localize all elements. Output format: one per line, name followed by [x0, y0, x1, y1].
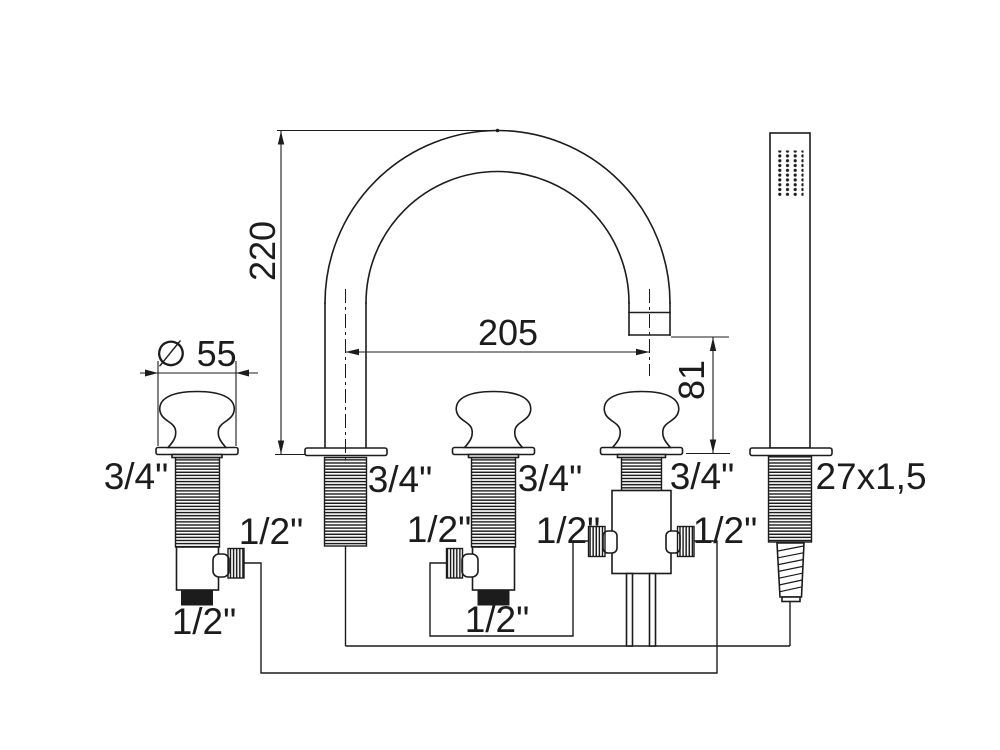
diverter-handle [603, 390, 680, 449]
label-dim-220: 220 [242, 221, 283, 281]
label-diverter-shank-thread: 3/4" [670, 456, 735, 497]
handshower-hose-thread-shank [767, 454, 813, 543]
dim-81-arrow-down [709, 439, 717, 453]
diverter-shank-thread [620, 456, 663, 492]
label-valve-left-shank-thread: 3/4" [104, 456, 169, 497]
handshower-hose-tip [781, 596, 801, 603]
valve-middle-shank-thread [470, 456, 517, 548]
label-valve-middle-shank-thread: 3/4" [518, 458, 583, 499]
valve-middle-handle [455, 390, 532, 449]
valve-left-side-port-neck [212, 553, 230, 578]
label-valve-middle-bottom-inlet: 1/2" [465, 599, 530, 640]
pipe-route-middle-valve-to-diverter [429, 540, 589, 637]
dim-220-arrow-down [277, 440, 285, 454]
labels: 220 205 81 ∅ 55 3/4" 3/4" 3/4" 3/4" 1/2"… [104, 221, 927, 642]
supply-piping [244, 540, 791, 674]
valve-left-flange-step [171, 453, 223, 459]
label-dim-diameter-55: ∅ 55 [155, 333, 236, 374]
label-diverter-left-port: 1/2" [536, 510, 601, 551]
label-dim-205: 205 [478, 312, 538, 353]
dim-220-apex-tick [495, 128, 500, 133]
valve-middle-deck-flange [451, 446, 536, 456]
pipe-route-left-valve-to-diverter [244, 540, 718, 674]
diverter-leg-handshower [648, 572, 657, 647]
diverter-left-port-thread [587, 525, 606, 558]
valve-middle-bottom-inlet [477, 590, 510, 606]
valve-middle-side-port-thread [445, 547, 464, 579]
valve-middle-flange-step [467, 453, 520, 459]
valve-middle-side-port-neck [461, 553, 479, 578]
dim-55-arrow-left [145, 369, 158, 377]
dim-205-arrow-left [345, 348, 359, 356]
handshower-deck-flange [749, 447, 833, 457]
spout-shank-thread [323, 456, 368, 547]
diverter-body [611, 489, 672, 575]
dim-55-arrow-right [236, 369, 249, 377]
dimension-annotations [140, 128, 730, 464]
dim-205-arrow-right [636, 348, 650, 356]
diverter-right-port-thread [676, 525, 695, 558]
dim-220-arrow-up [277, 131, 285, 145]
valve-left-handle [158, 390, 236, 449]
handshower-hose-coils [777, 545, 804, 593]
valve-left [155, 390, 245, 606]
diverter-deck-flange [599, 446, 684, 456]
label-dim-81: 81 [671, 360, 712, 400]
handshower [749, 132, 833, 603]
diverter-valve [587, 390, 695, 647]
diverter-flange-step [616, 453, 667, 459]
label-valve-middle-side-port: 1/2" [407, 509, 472, 550]
label-valve-left-side-port: 1/2" [239, 511, 304, 552]
label-valve-left-bottom-inlet: 1/2" [172, 601, 237, 642]
valve-left-deck-flange [155, 446, 239, 456]
valve-left-bottom-inlet [181, 590, 213, 606]
handshower-spray-face [777, 150, 804, 197]
valve-left-shank-thread [174, 456, 221, 548]
valve-middle [445, 390, 536, 606]
valve-left-side-port-thread [227, 547, 245, 579]
label-spout-shank-thread: 3/4" [368, 459, 433, 500]
spout-inner-arc [365, 170, 630, 304]
label-diverter-right-port: 1/2" [693, 510, 758, 551]
spout-outer-arc [324, 129, 671, 304]
label-handshower-hose-thread: 27x1,5 [815, 456, 926, 497]
diverter-leg-spout [625, 572, 634, 647]
dim-81-arrow-up [709, 337, 717, 351]
